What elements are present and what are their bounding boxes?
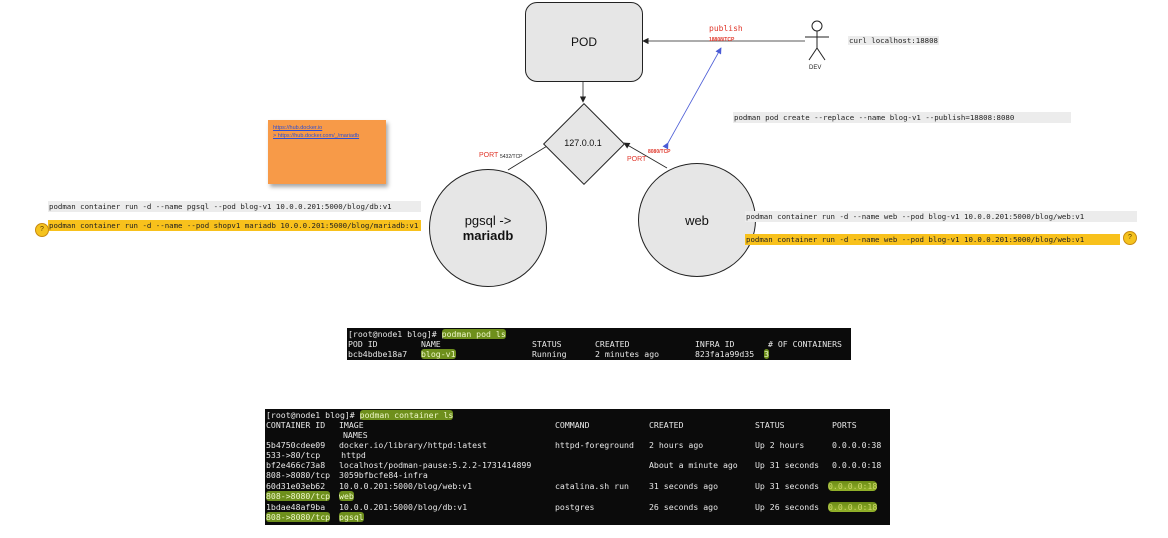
mariadb-node-label: mariadb bbox=[462, 228, 514, 243]
publish-link-arrow bbox=[662, 47, 722, 150]
container-ports: 0.0.0.0:18 bbox=[828, 481, 878, 491]
mariadb-run-command: podman container run -d --name --pod sho… bbox=[48, 220, 421, 231]
pod-label: POD bbox=[570, 35, 597, 49]
container-port-map: 808->8080/tcp bbox=[266, 491, 331, 501]
web-node-label: web bbox=[685, 212, 709, 228]
header-infra-id: INFRA ID bbox=[695, 339, 735, 349]
publish-label: publish bbox=[709, 24, 743, 33]
container-image: 10.0.0.201:5000/blog/web:v1 bbox=[339, 481, 473, 491]
pod-box: POD bbox=[525, 2, 643, 82]
container-created: 31 seconds ago bbox=[649, 481, 719, 491]
pgsql-node-label: pgsql -> bbox=[464, 213, 512, 228]
container-port-map: 808->8080/tcp bbox=[266, 470, 331, 480]
container-row: 5b4750cdee09 docker.io/library/httpd:lat… bbox=[266, 440, 886, 450]
container-ls-header: CONTAINER ID IMAGE COMMAND CREATED STATU… bbox=[266, 420, 886, 430]
container-id: bf2e466c73a8 bbox=[266, 460, 326, 470]
pod-created: 2 minutes ago bbox=[595, 349, 660, 359]
container-command: postgres bbox=[555, 502, 595, 512]
container-image: 10.0.0.201:5000/blog/db:v1 bbox=[339, 502, 468, 512]
pod-container-count: 3 bbox=[764, 349, 769, 359]
container-row-cont: 808->8080/tcp 3059bfbcfe84-infra bbox=[266, 470, 428, 480]
container-row-cont: 808->8080/tcp pgsql bbox=[266, 512, 364, 522]
header-status: STATUS bbox=[755, 420, 785, 430]
container-name: web bbox=[339, 491, 354, 501]
container-ports: 0.0.0.0:18 bbox=[832, 460, 882, 470]
pod-status: Running bbox=[532, 349, 567, 359]
pgsql-to-loopback-arrow bbox=[507, 142, 553, 171]
header-command: COMMAND bbox=[555, 420, 590, 430]
web-node: web bbox=[638, 163, 756, 277]
container-ls-command: podman container ls bbox=[359, 410, 454, 420]
web-run-command-highlighted: podman container run -d --name web --pod… bbox=[745, 234, 1120, 245]
header-name: NAME bbox=[421, 339, 441, 349]
web-run-command: podman container run -d --name web --pod… bbox=[745, 211, 1137, 222]
curl-command: curl localhost:18808 bbox=[848, 36, 939, 45]
publish-port: 18808/TCP bbox=[709, 37, 735, 43]
pod-infra-id: 823fa1a99d35 bbox=[695, 349, 755, 359]
container-name: httpd bbox=[341, 450, 366, 460]
container-id: 5b4750cdee09 bbox=[266, 440, 326, 450]
pgsql-run-command: podman container run -d --name pgsql --p… bbox=[48, 201, 421, 212]
container-ports: 0.0.0.0:38 bbox=[832, 440, 882, 450]
left-port-label: PORT bbox=[479, 152, 499, 159]
container-image: docker.io/library/httpd:latest bbox=[339, 440, 487, 450]
note-link-hub[interactable]: https://hub.docker.io bbox=[273, 125, 323, 131]
thinking-emoji-icon-right: ? bbox=[1123, 231, 1137, 245]
right-port-label: PORT bbox=[627, 156, 647, 163]
container-name: 3059bfbcfe84-infra bbox=[339, 470, 428, 480]
pod-ls-command: podman pod ls bbox=[441, 329, 506, 339]
thinking-emoji-icon: ? bbox=[35, 223, 49, 237]
header-status: STATUS bbox=[532, 339, 562, 349]
header-container-count: # OF CONTAINERS bbox=[768, 339, 842, 349]
loopback-diamond: 127.0.0.1 bbox=[542, 102, 626, 186]
container-status: Up 2 hours bbox=[755, 440, 805, 450]
pgsql-node: pgsql -> mariadb bbox=[429, 169, 547, 287]
container-id: 1bdae48af9ba bbox=[266, 502, 326, 512]
header-image: IMAGE bbox=[339, 420, 364, 430]
header-pod-id: POD ID bbox=[348, 339, 378, 349]
header-ports: PORTS bbox=[832, 420, 857, 430]
header-created: CREATED bbox=[649, 420, 684, 430]
container-ls-prompt-line: [root@node1 blog]# podman container ls bbox=[266, 410, 454, 420]
loopback-label: 127.0.0.1 bbox=[564, 138, 602, 148]
container-name: pgsql bbox=[339, 512, 364, 522]
pod-create-command: podman pod create --replace --name blog-… bbox=[733, 112, 1071, 123]
web-to-loopback-arrow bbox=[623, 142, 668, 169]
pod-ls-terminal: [root@node1 blog]# podman pod ls POD ID … bbox=[347, 328, 851, 360]
container-row: 1bdae48af9ba 10.0.0.201:5000/blog/db:v1 … bbox=[266, 502, 886, 512]
pod-name: blog-v1 bbox=[421, 349, 456, 359]
container-row-cont: 533->80/tcp httpd bbox=[266, 450, 366, 460]
pod-id: bcb4bdbe18a7 bbox=[348, 349, 408, 359]
container-ls-terminal: [root@node1 blog]# podman container ls C… bbox=[265, 409, 890, 525]
dev-person-icon bbox=[805, 20, 829, 61]
container-created: 26 seconds ago bbox=[649, 502, 719, 512]
container-id: 60d31e03eb62 bbox=[266, 481, 326, 491]
left-port-value: 5432/TCP bbox=[500, 154, 523, 160]
container-row-cont: 808->8080/tcp web bbox=[266, 491, 354, 501]
container-command: catalina.sh run bbox=[555, 481, 629, 491]
pod-ls-prompt-line: [root@node1 blog]# podman pod ls bbox=[348, 329, 506, 339]
header-created: CREATED bbox=[595, 339, 630, 349]
prompt: [root@node1 blog]# bbox=[348, 329, 442, 339]
container-image: localhost/podman-pause:5.2.2-1731414899 bbox=[339, 460, 532, 470]
container-created: About a minute ago bbox=[649, 460, 738, 470]
container-created: 2 hours ago bbox=[649, 440, 704, 450]
container-command: httpd-foreground bbox=[555, 440, 634, 450]
dev-label: DEV bbox=[809, 65, 822, 71]
note-link-mariadb[interactable]: > https://hub.docker.com/_/mariadb bbox=[273, 133, 360, 139]
container-port-map: 808->8080/tcp bbox=[266, 512, 331, 522]
header-container-id: CONTAINER ID bbox=[266, 420, 326, 430]
sticky-note: https://hub.docker.io > https://hub.dock… bbox=[268, 120, 386, 184]
container-status: Up 31 seconds bbox=[755, 481, 820, 491]
container-ports: 0.0.0.0:18 bbox=[828, 502, 878, 512]
right-port-value: 8080/TCP bbox=[648, 149, 671, 155]
container-row: 60d31e03eb62 10.0.0.201:5000/blog/web:v1… bbox=[266, 481, 886, 491]
container-status: Up 26 seconds bbox=[755, 502, 820, 512]
prompt: [root@node1 blog]# bbox=[266, 410, 360, 420]
container-status: Up 31 seconds bbox=[755, 460, 820, 470]
container-port-map: 533->80/tcp bbox=[266, 450, 321, 460]
header-names: NAMES bbox=[343, 430, 368, 440]
container-row: bf2e466c73a8 localhost/podman-pause:5.2.… bbox=[266, 460, 886, 470]
